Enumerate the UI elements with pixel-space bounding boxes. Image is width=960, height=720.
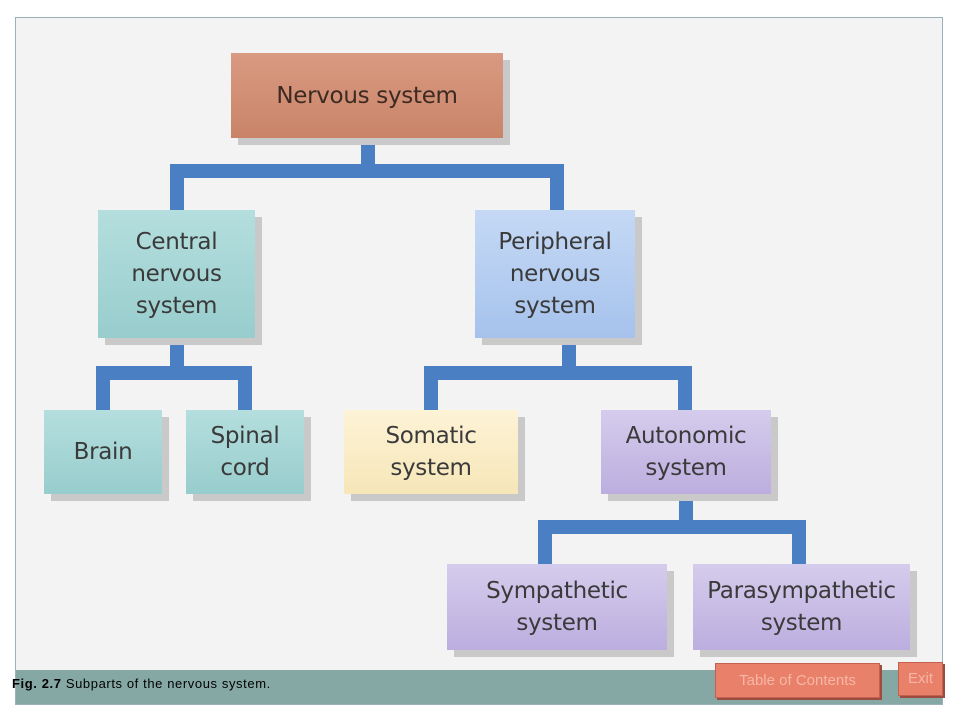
connector-spinal-drop [238,366,252,410]
node-autonomic-system: Autonomic system [601,410,771,494]
connector-cns-bar [96,366,252,380]
node-sympathetic-system: Sympathetic system [447,564,667,650]
connector-sympathetic-drop [538,520,552,564]
connector-somatic-drop [424,366,438,410]
figure-caption: Fig. 2.7 Subparts of the nervous system. [12,676,271,691]
connector-pns-stem [562,338,576,370]
figure-caption-text: Subparts of the nervous system. [65,676,271,691]
connector-brain-drop [96,366,110,410]
connector-root-stem [361,138,375,168]
connector-pns-bar [424,366,692,380]
connector-parasympathetic-drop [792,520,806,564]
connector-autonomic-bar [538,520,806,534]
node-somatic-system: Somatic system [344,410,518,494]
exit-button[interactable]: Exit [898,662,943,696]
connector-cns-stem [170,338,184,370]
connector-cns-drop [170,164,184,210]
node-nervous-system: Nervous system [231,53,503,138]
node-brain: Brain [44,410,162,494]
node-parasympathetic-system: Parasympathetic system [693,564,910,650]
connector-level1-bar [170,164,564,178]
connector-autonomic-drop [678,366,692,410]
figure-label: Fig. 2.7 [12,676,62,691]
node-central-nervous-system: Central nervous system [98,210,255,338]
connector-pns-drop [550,164,564,210]
node-spinal-cord: Spinal cord [186,410,304,494]
table-of-contents-button[interactable]: Table of Contents [715,663,880,698]
connector-autonomic-stem [679,494,693,526]
node-peripheral-nervous-system: Peripheral nervous system [475,210,635,338]
